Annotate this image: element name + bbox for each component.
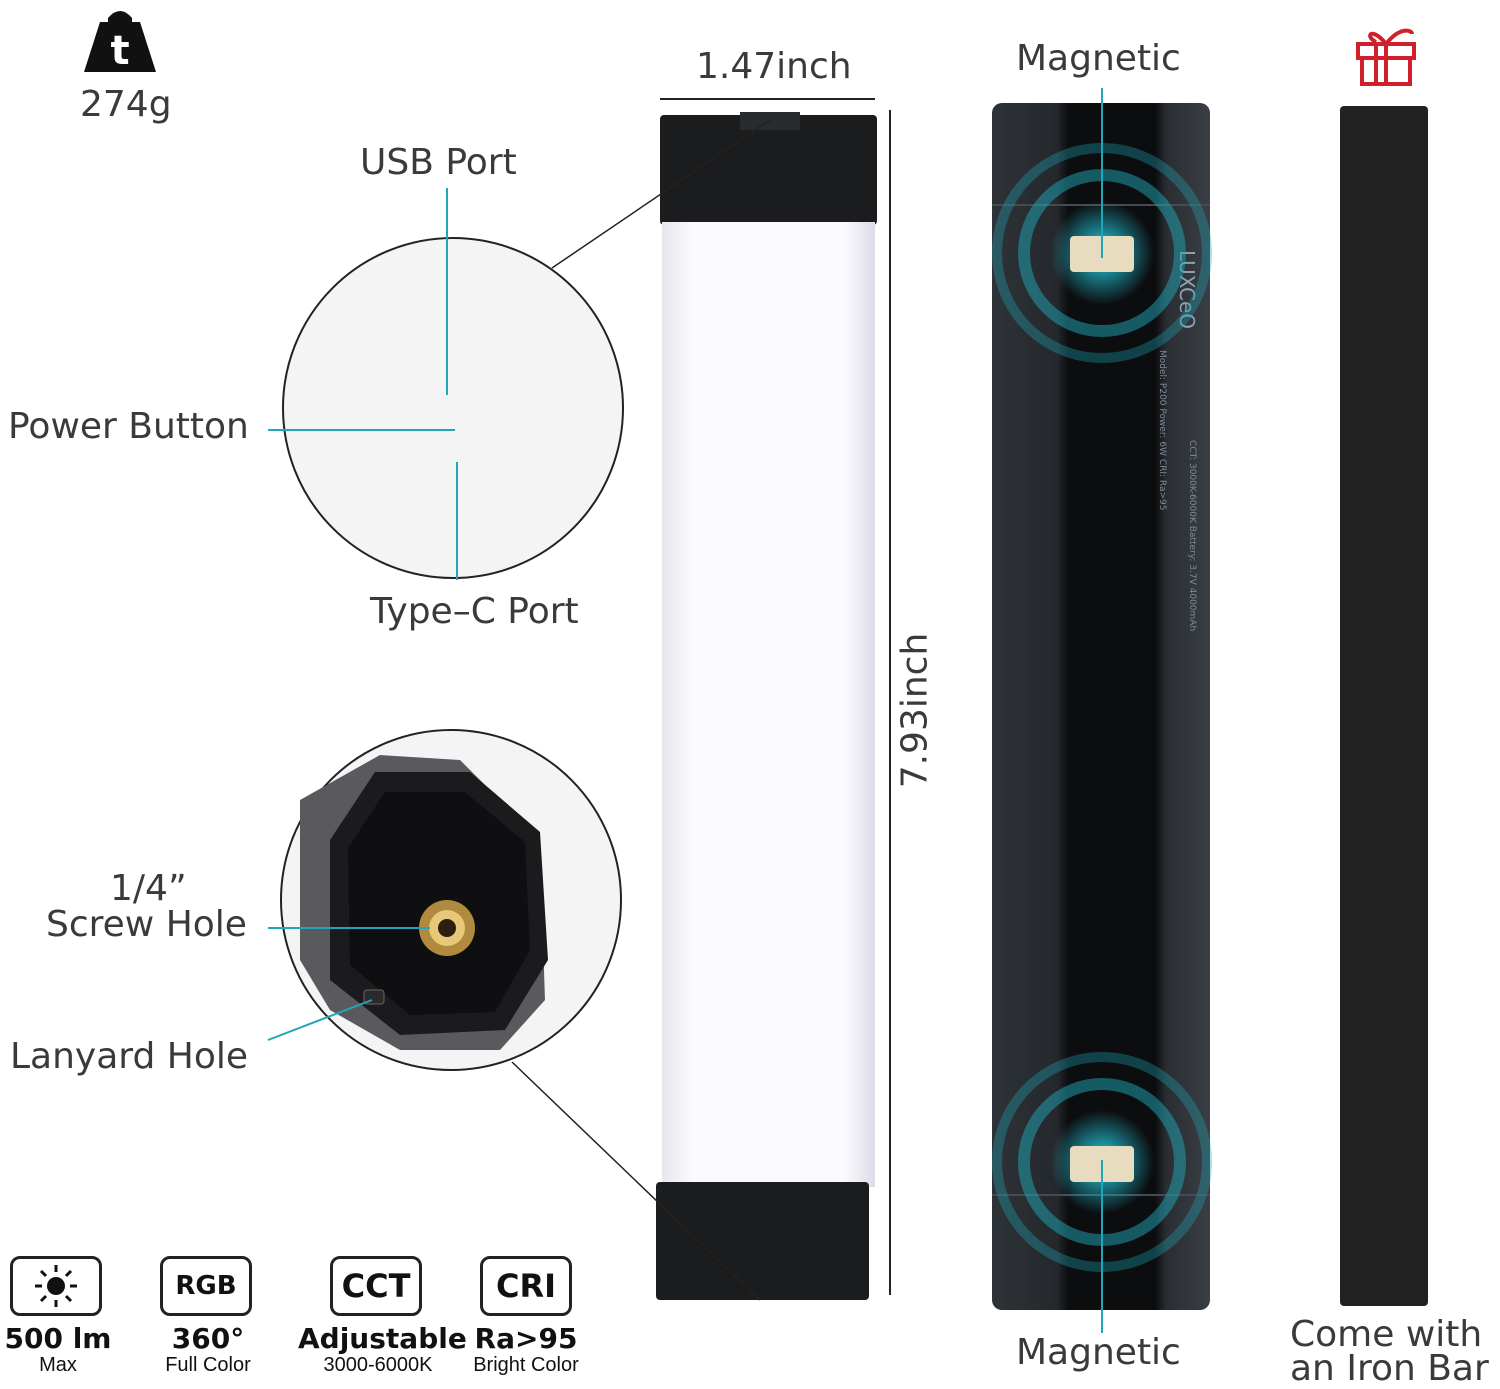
light-tube-cap-bottom [656,1182,869,1300]
cct-badge-text: CCT [341,1267,411,1305]
svg-text:Model: P200 Power: 6W CRI: R: Model: P200 Power: 6W CRI: Ra>95 [1157,350,1167,510]
gift-text-line2: an Iron Bar [1290,1348,1489,1389]
feature-sub-rgb: Full Color [165,1354,251,1376]
feature-title-cri: Ra>95 [474,1322,578,1355]
cct-icon: CCT [330,1256,422,1316]
length-label: 7.93inch [894,632,936,789]
lanyard-hole-label: Lanyard Hole [10,1036,249,1077]
feature-title-rgb: 360° [171,1322,245,1355]
type-c-port-label: Type–C Port [370,591,579,632]
iron-bar [1340,106,1428,1306]
sun-icon [10,1256,102,1316]
rgb-badge-text: RGB [175,1271,237,1301]
svg-text:CCT: 3000K-6000K Battery: 3.7: CCT: 3000K-6000K Battery: 3.7V 4000mAh [1187,440,1197,631]
width-label: 1.47inch [696,46,852,87]
gift-icon [1352,20,1420,88]
side-view-body: LUXCeO Model: P200 Power: 6W CRI: Ra>95 … [992,103,1210,1310]
usb-port-label: USB Port [360,142,517,183]
feature-sub-cct: 3000-6000K [323,1354,433,1376]
screw-hole-label-line1: 1/4” [110,868,187,909]
light-tube-diffuser [662,222,875,1187]
cri-badge-text: CRI [495,1267,557,1305]
power-button-label: Power Button [8,406,249,447]
feature-title-brightness: 500 lm [4,1322,112,1355]
weight-icon: t [80,6,160,74]
weight-value: 274g [80,84,172,125]
gift-text-line1: Come with [1290,1314,1483,1355]
magnetic-label-bottom: Magnetic [1016,1332,1181,1373]
screw-hole-label-line2: Screw Hole [46,904,247,945]
svg-text:t: t [110,28,129,74]
cri-icon: CRI [480,1256,572,1316]
magnetic-label-top: Magnetic [1016,38,1181,79]
bottom-detail [300,755,548,1050]
feature-title-cct: Adjustable [298,1322,467,1355]
feature-sub-cri: Bright Color [473,1354,579,1376]
light-tube-cap-top [660,115,877,225]
ports-zoom-circle [282,237,624,579]
feature-sub-brightness: Max [39,1354,77,1376]
rgb-icon: RGB [160,1256,252,1316]
